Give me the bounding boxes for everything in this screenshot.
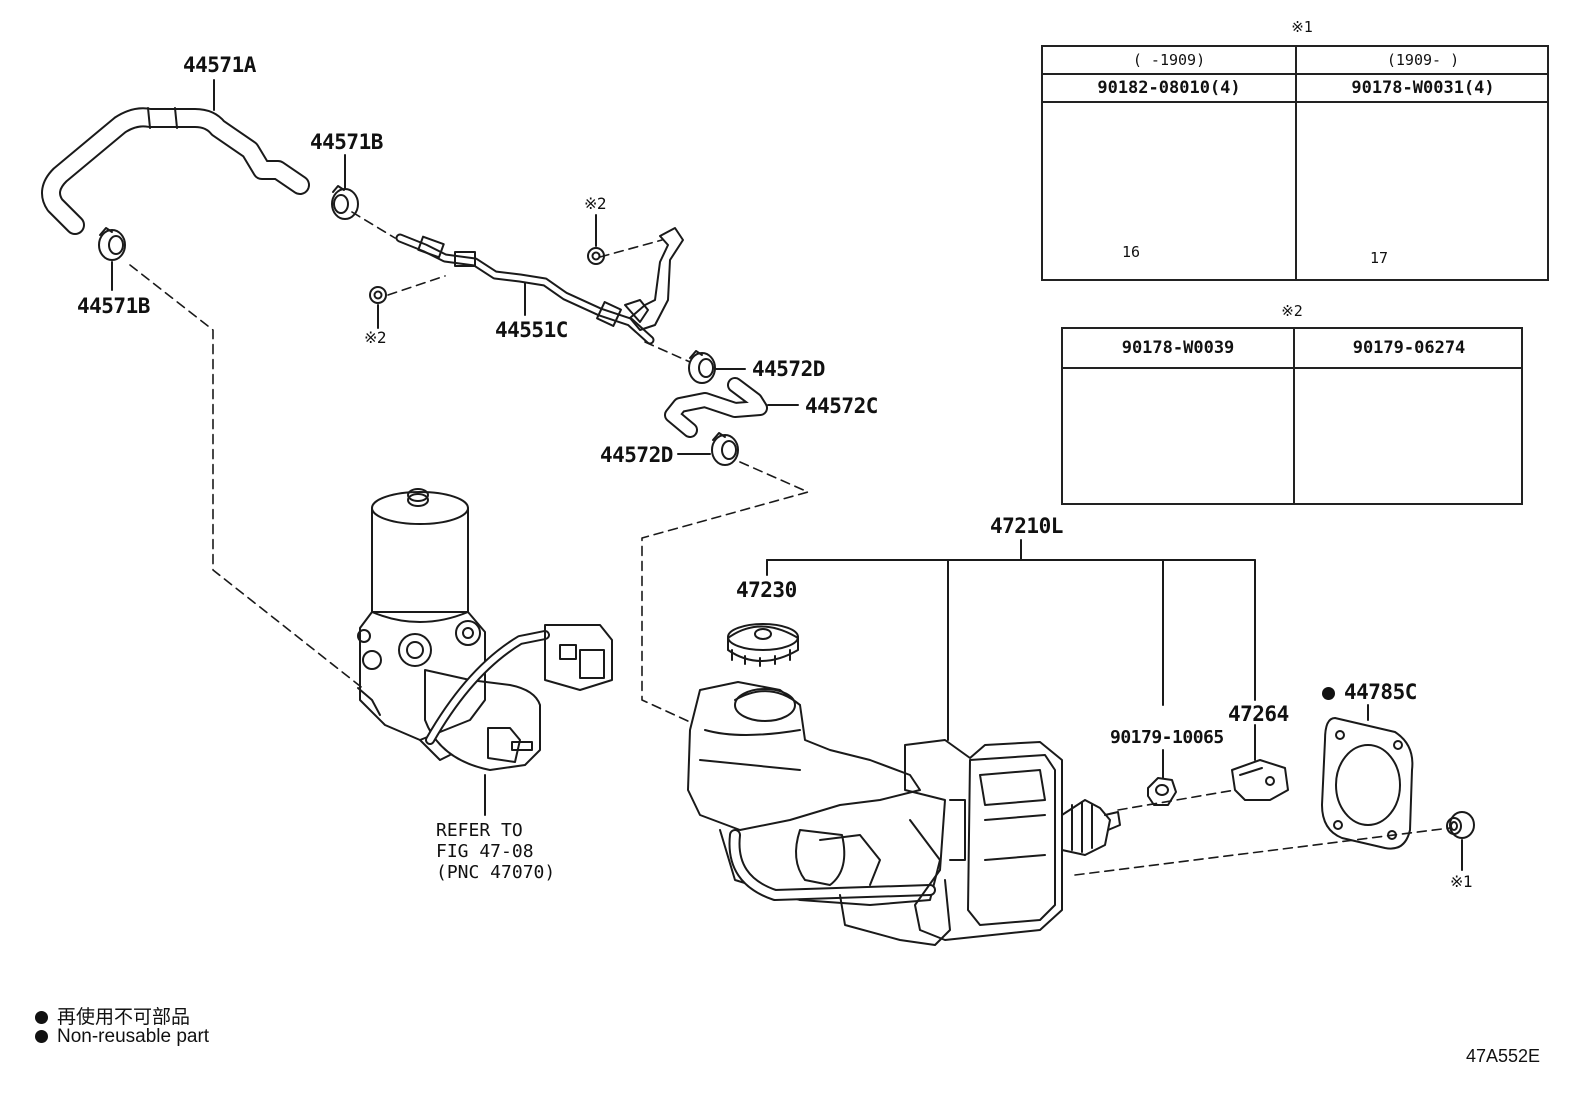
table2-col1-part: 90178-W0039 (1121, 338, 1235, 358)
leader-bracket-47210l (766, 539, 1256, 741)
legend-en: Non-reusable part (35, 1026, 209, 1048)
table1-col1-range: ( -1909) (1132, 51, 1206, 69)
nut-flange-note1 (1446, 811, 1475, 839)
legend-en-text: Non-reusable part (57, 1026, 210, 1047)
nut-90179-10065 (1147, 777, 1177, 806)
label-44572c: 44572C (805, 394, 878, 418)
table2-col2-part: 90179-06274 (1352, 338, 1466, 358)
label-44572d-bottom: 44572D (600, 443, 673, 467)
label-44571b-top: 44571B (310, 130, 383, 154)
table1-title: ※1 (1291, 18, 1313, 36)
label-47264: 47264 (1228, 702, 1289, 726)
refer-line-3: (PNC 47070) (436, 862, 556, 883)
table1-col-divider (1295, 47, 1297, 279)
label-44571b-left: 44571B (77, 294, 150, 318)
hose-44571a (41, 107, 310, 235)
legend-dot-icon-en (35, 1030, 48, 1043)
master-cylinder-booster (687, 681, 1121, 946)
nut-small-2 (369, 286, 387, 304)
label-47210l: 47210L (990, 514, 1063, 538)
note-ref-2-top: ※2 (584, 194, 607, 213)
hose-44572c (664, 377, 768, 438)
label-44785c-text: 44785C (1344, 680, 1417, 704)
non-reusable-dot-icon (1322, 687, 1335, 700)
table1: ( -1909) (1909- ) 90182-08010(4) 90178-W… (1041, 45, 1549, 281)
figure-id: 47A552E (1466, 1046, 1541, 1066)
dashed-guides (129, 211, 1451, 876)
table2: 90178-W0039 90179-06274 (1061, 327, 1523, 505)
clamp-44572d-bottom (711, 432, 739, 466)
table1-col1-dim: 16 (1121, 243, 1141, 261)
table1-col1-part: 90182-08010(4) (1097, 78, 1241, 98)
table1-col2-range: (1909- ) (1386, 51, 1460, 69)
label-44572d-top: 44572D (752, 357, 825, 381)
label-44785c: 44785C (1322, 680, 1417, 704)
table2-row-divider (1063, 367, 1521, 369)
refer-line-2: FIG 47-08 (436, 841, 534, 862)
legend-dot-icon-jp (35, 1011, 48, 1024)
note-ref-1: ※1 (1450, 872, 1473, 891)
legend-jp: 再使用不可部品 (35, 1002, 190, 1029)
refer-line-1: REFER TO (436, 820, 523, 841)
label-90179-10065: 90179-10065 (1110, 727, 1224, 748)
label-47230: 47230 (736, 578, 797, 602)
table1-col2-dim: 17 (1369, 249, 1389, 267)
gasket-44785c (1321, 717, 1414, 850)
note-ref-2-left: ※2 (364, 328, 387, 347)
reservoir-cap-47230 (727, 623, 799, 667)
brake-pump-assembly (357, 488, 613, 771)
clamp-44571b-left (98, 227, 126, 261)
label-44551c: 44551C (495, 318, 568, 342)
legend-jp-text: 再使用不可部品 (57, 1007, 191, 1028)
pipe-44551c (395, 227, 684, 345)
table2-col-divider (1293, 329, 1295, 503)
label-44571a: 44571A (183, 53, 256, 77)
nut-small-1 (587, 247, 605, 265)
clamp-44572d-top (688, 350, 716, 384)
table2-title: ※2 (1281, 302, 1303, 320)
clevis-47264 (1231, 759, 1289, 801)
table1-row-divider-1 (1043, 73, 1547, 75)
table1-row-divider-2 (1043, 101, 1547, 103)
table1-col2-part: 90178-W0031(4) (1351, 78, 1495, 98)
